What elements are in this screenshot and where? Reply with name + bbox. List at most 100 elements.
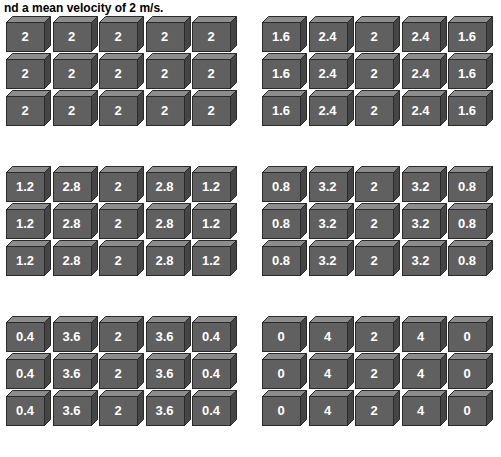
cube-front: [449, 23, 487, 52]
cube-value: 3.2: [402, 209, 440, 238]
cube-value: 3.6: [53, 322, 91, 351]
cube-side: [45, 204, 51, 239]
cube-top: [402, 54, 446, 60]
cube-side: [440, 167, 446, 202]
cube-top: [53, 317, 97, 323]
cube-side: [138, 54, 144, 89]
cube-side: [184, 391, 190, 426]
value-cube: 2: [6, 16, 50, 52]
cube-top: [263, 91, 307, 97]
cube-top: [263, 17, 307, 23]
value-cube: 2: [99, 16, 143, 52]
cube-value: 3.6: [146, 359, 184, 388]
cube-front: [449, 397, 487, 426]
cube-top: [100, 91, 144, 97]
cube-top: [263, 391, 307, 397]
value-cube: 2: [355, 316, 399, 352]
cube-side: [347, 354, 353, 389]
value-cube: 2.8: [53, 203, 97, 239]
cube-value: 0.4: [6, 322, 44, 351]
cube-side: [138, 204, 144, 239]
cube-front: [193, 97, 231, 126]
cube-value: 2: [355, 209, 393, 238]
cube-value: 2: [192, 96, 230, 125]
cube-front: [53, 60, 91, 89]
value-cube: 2: [192, 53, 236, 89]
cube-value: 3.2: [309, 209, 347, 238]
cube-top: [356, 167, 400, 173]
cube-value: 2: [6, 22, 44, 51]
cube-front: [263, 97, 301, 126]
cube-value: 2: [355, 96, 393, 125]
value-cube: 4: [309, 353, 353, 389]
cube-side: [347, 241, 353, 276]
cube-top: [193, 91, 237, 97]
cube-side: [231, 91, 237, 126]
cube-front: [309, 360, 347, 389]
cube-value: 2: [355, 322, 393, 351]
value-cube: 4: [309, 316, 353, 352]
cube-front: [7, 60, 45, 89]
cube-front: [263, 173, 301, 202]
cube-value: 1.6: [448, 22, 486, 51]
cube-value: 2: [355, 246, 393, 275]
cube-value: 2.8: [53, 172, 91, 201]
cube-top: [356, 241, 400, 247]
cube-value: 2: [146, 59, 184, 88]
cube-top: [100, 354, 144, 360]
cube-value: 1.6: [262, 22, 300, 51]
cube-value: 2: [99, 209, 137, 238]
value-cube: 2: [99, 53, 143, 89]
cube-side: [138, 241, 144, 276]
cube-front: [263, 397, 301, 426]
cube-front: [100, 210, 138, 239]
cube-top: [449, 354, 493, 360]
value-cube: 0: [448, 390, 492, 426]
value-cube: 2: [355, 166, 399, 202]
cube-value: 1.2: [192, 172, 230, 201]
cube-side: [301, 391, 307, 426]
cube-front: [356, 23, 394, 52]
cube-front: [402, 23, 440, 52]
cube-front: [402, 210, 440, 239]
cube-top: [356, 204, 400, 210]
value-cube: 2: [355, 240, 399, 276]
cube-value: 2: [99, 359, 137, 388]
cube-front: [193, 360, 231, 389]
cube-value: 1.2: [6, 172, 44, 201]
cube-value: 1.6: [448, 96, 486, 125]
cube-front: [193, 23, 231, 52]
cube-value: 3.2: [309, 172, 347, 201]
value-cube: 3.6: [53, 390, 97, 426]
cube-side: [394, 91, 400, 126]
cube-side: [184, 241, 190, 276]
cube-front: [100, 397, 138, 426]
value-cube: 2: [99, 166, 143, 202]
cube-top: [146, 54, 190, 60]
cube-value: 0.8: [448, 246, 486, 275]
cube-side: [45, 354, 51, 389]
cube-value: 2.4: [402, 22, 440, 51]
cube-side: [138, 391, 144, 426]
value-cube: 0.4: [6, 353, 50, 389]
cube-value: 2: [53, 22, 91, 51]
cube-side: [45, 91, 51, 126]
cube-value: 2: [355, 59, 393, 88]
value-cube: 2.8: [146, 166, 190, 202]
cube-top: [263, 204, 307, 210]
cube-top: [7, 204, 51, 210]
value-cube: 2.4: [309, 16, 353, 52]
value-cube: 1.2: [192, 240, 236, 276]
cube-top: [146, 241, 190, 247]
cube-top: [309, 91, 353, 97]
cube-front: [309, 60, 347, 89]
cube-side: [45, 317, 51, 352]
value-cube: 1.2: [192, 166, 236, 202]
cube-value: 2: [192, 59, 230, 88]
value-cube: 1.6: [448, 90, 492, 126]
cube-top: [7, 91, 51, 97]
value-cube: 3.6: [53, 316, 97, 352]
value-cube: 3.2: [402, 240, 446, 276]
cube-top: [53, 91, 97, 97]
